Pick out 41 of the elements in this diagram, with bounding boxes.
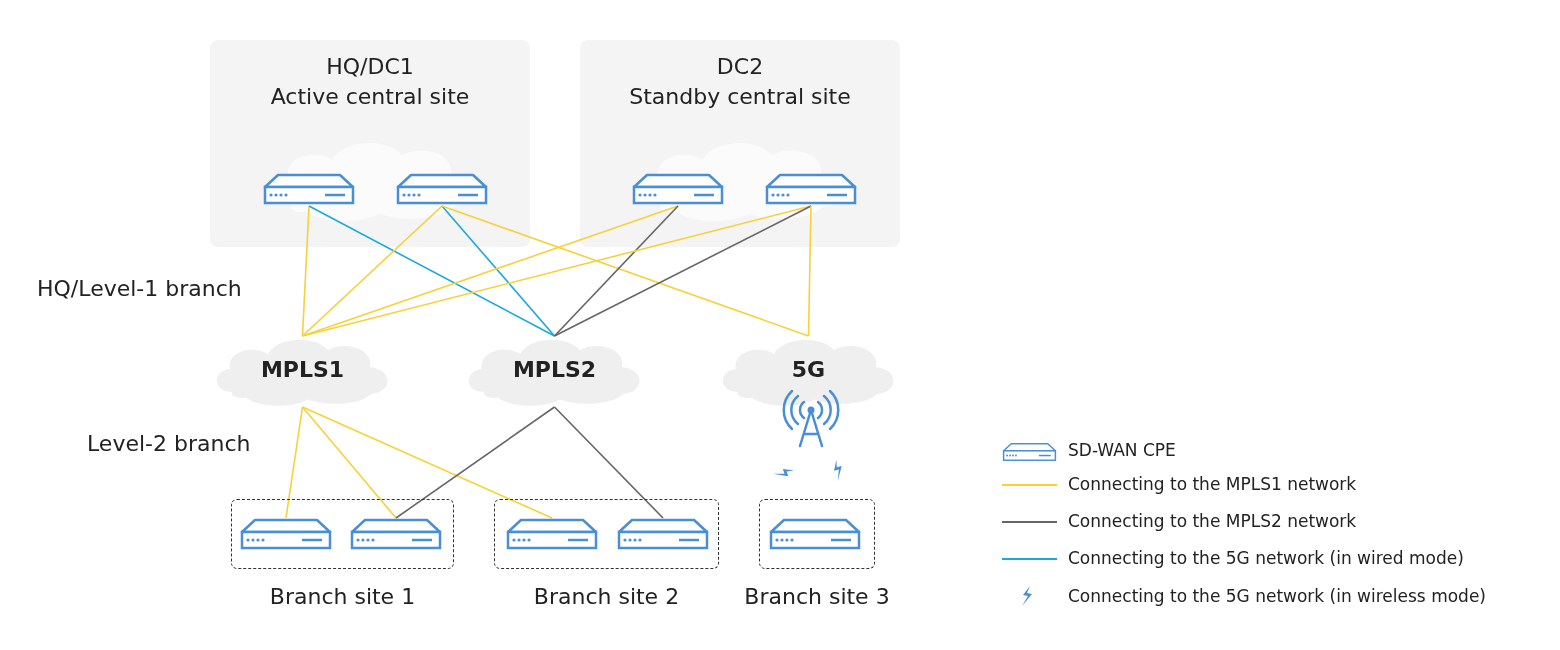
cpe-device-icon xyxy=(263,172,355,206)
tier-label: Level-2 branch xyxy=(87,431,251,456)
connection-line xyxy=(807,205,812,337)
connection-line xyxy=(395,406,556,519)
connection-line xyxy=(301,406,397,519)
cpe-device-icon xyxy=(617,517,709,551)
connection-line xyxy=(308,205,556,337)
site-subtitle: Active central site xyxy=(269,84,471,109)
network-name: 5G xyxy=(790,357,827,382)
cpe-device-icon xyxy=(632,172,724,206)
tier-label: HQ/Level-1 branch xyxy=(37,276,242,301)
connection-line xyxy=(553,406,664,519)
connection-line xyxy=(553,205,812,337)
network-name: MPLS1 xyxy=(259,357,346,382)
site-subtitle: Standby central site xyxy=(628,84,852,109)
connection-line xyxy=(441,205,556,337)
cpe-device-icon xyxy=(506,517,598,551)
connection-line xyxy=(301,205,443,337)
connection-line xyxy=(285,406,304,519)
cpe-device-icon xyxy=(240,517,332,551)
connection-line xyxy=(553,205,679,337)
site-name: Branch site 1 xyxy=(268,584,417,609)
connection-line xyxy=(441,205,810,337)
site-name: Branch site 3 xyxy=(743,584,891,609)
connection-line xyxy=(301,205,679,337)
cpe-device-icon xyxy=(769,517,861,551)
legend-text: Connecting to the 5G network (in wired mode) xyxy=(1068,548,1464,568)
connection-line xyxy=(301,205,310,337)
site-panel xyxy=(210,40,530,247)
cpe-device-icon xyxy=(350,517,442,551)
site-panel xyxy=(580,40,900,247)
site-title: HQ/DC1 xyxy=(325,54,415,79)
legend-text: Connecting to the MPLS1 network xyxy=(1068,474,1357,494)
site-title: DC2 xyxy=(715,54,765,79)
legend-text: Connecting to the 5G network (in wireless mode) xyxy=(1068,586,1486,606)
cpe-device-icon xyxy=(396,172,488,206)
site-name: Branch site 2 xyxy=(532,584,681,609)
network-name: MPLS2 xyxy=(511,357,598,382)
cpe-device-icon xyxy=(765,172,857,206)
legend-text: SD-WAN CPE xyxy=(1068,440,1176,460)
legend-text: Connecting to the MPLS2 network xyxy=(1068,511,1357,531)
